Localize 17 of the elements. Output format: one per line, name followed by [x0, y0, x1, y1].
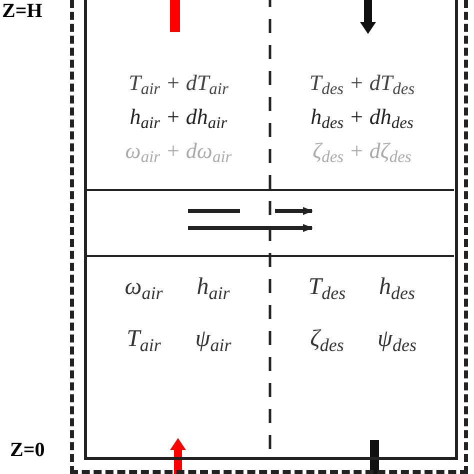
variable-label: ψ$_{air}$ [195, 325, 232, 356]
variable-label: ω$_{air}$ [124, 273, 163, 304]
variable-expression: ω$_{air}$ + dω$_{air}$ [125, 140, 232, 162]
height-label: Z=H [2, 1, 42, 21]
variable-label: h$_{air}$ [196, 273, 230, 304]
variable-expression: h$_{air}$ + dh$_{air}$ [130, 106, 228, 128]
variable-label: T$_{air}$ [126, 325, 161, 356]
variable-expression: T$_{des}$ + dT$_{des}$ [309, 72, 415, 94]
variable-expression: h$_{des}$ + dh$_{des}$ [310, 106, 414, 128]
variable-expression: T$_{air}$ + dT$_{air}$ [128, 72, 228, 94]
height-label: Z=0 [10, 440, 45, 460]
variable-label: h$_{des}$ [379, 273, 415, 304]
variable-label: ζ$_{des}$ [310, 325, 344, 356]
interface-band [87, 189, 454, 257]
variable-label: ψ$_{des}$ [378, 325, 416, 356]
variable-label: T$_{des}$ [308, 273, 346, 304]
variable-expression: ζ$_{des}$ + dζ$_{des}$ [312, 140, 412, 162]
